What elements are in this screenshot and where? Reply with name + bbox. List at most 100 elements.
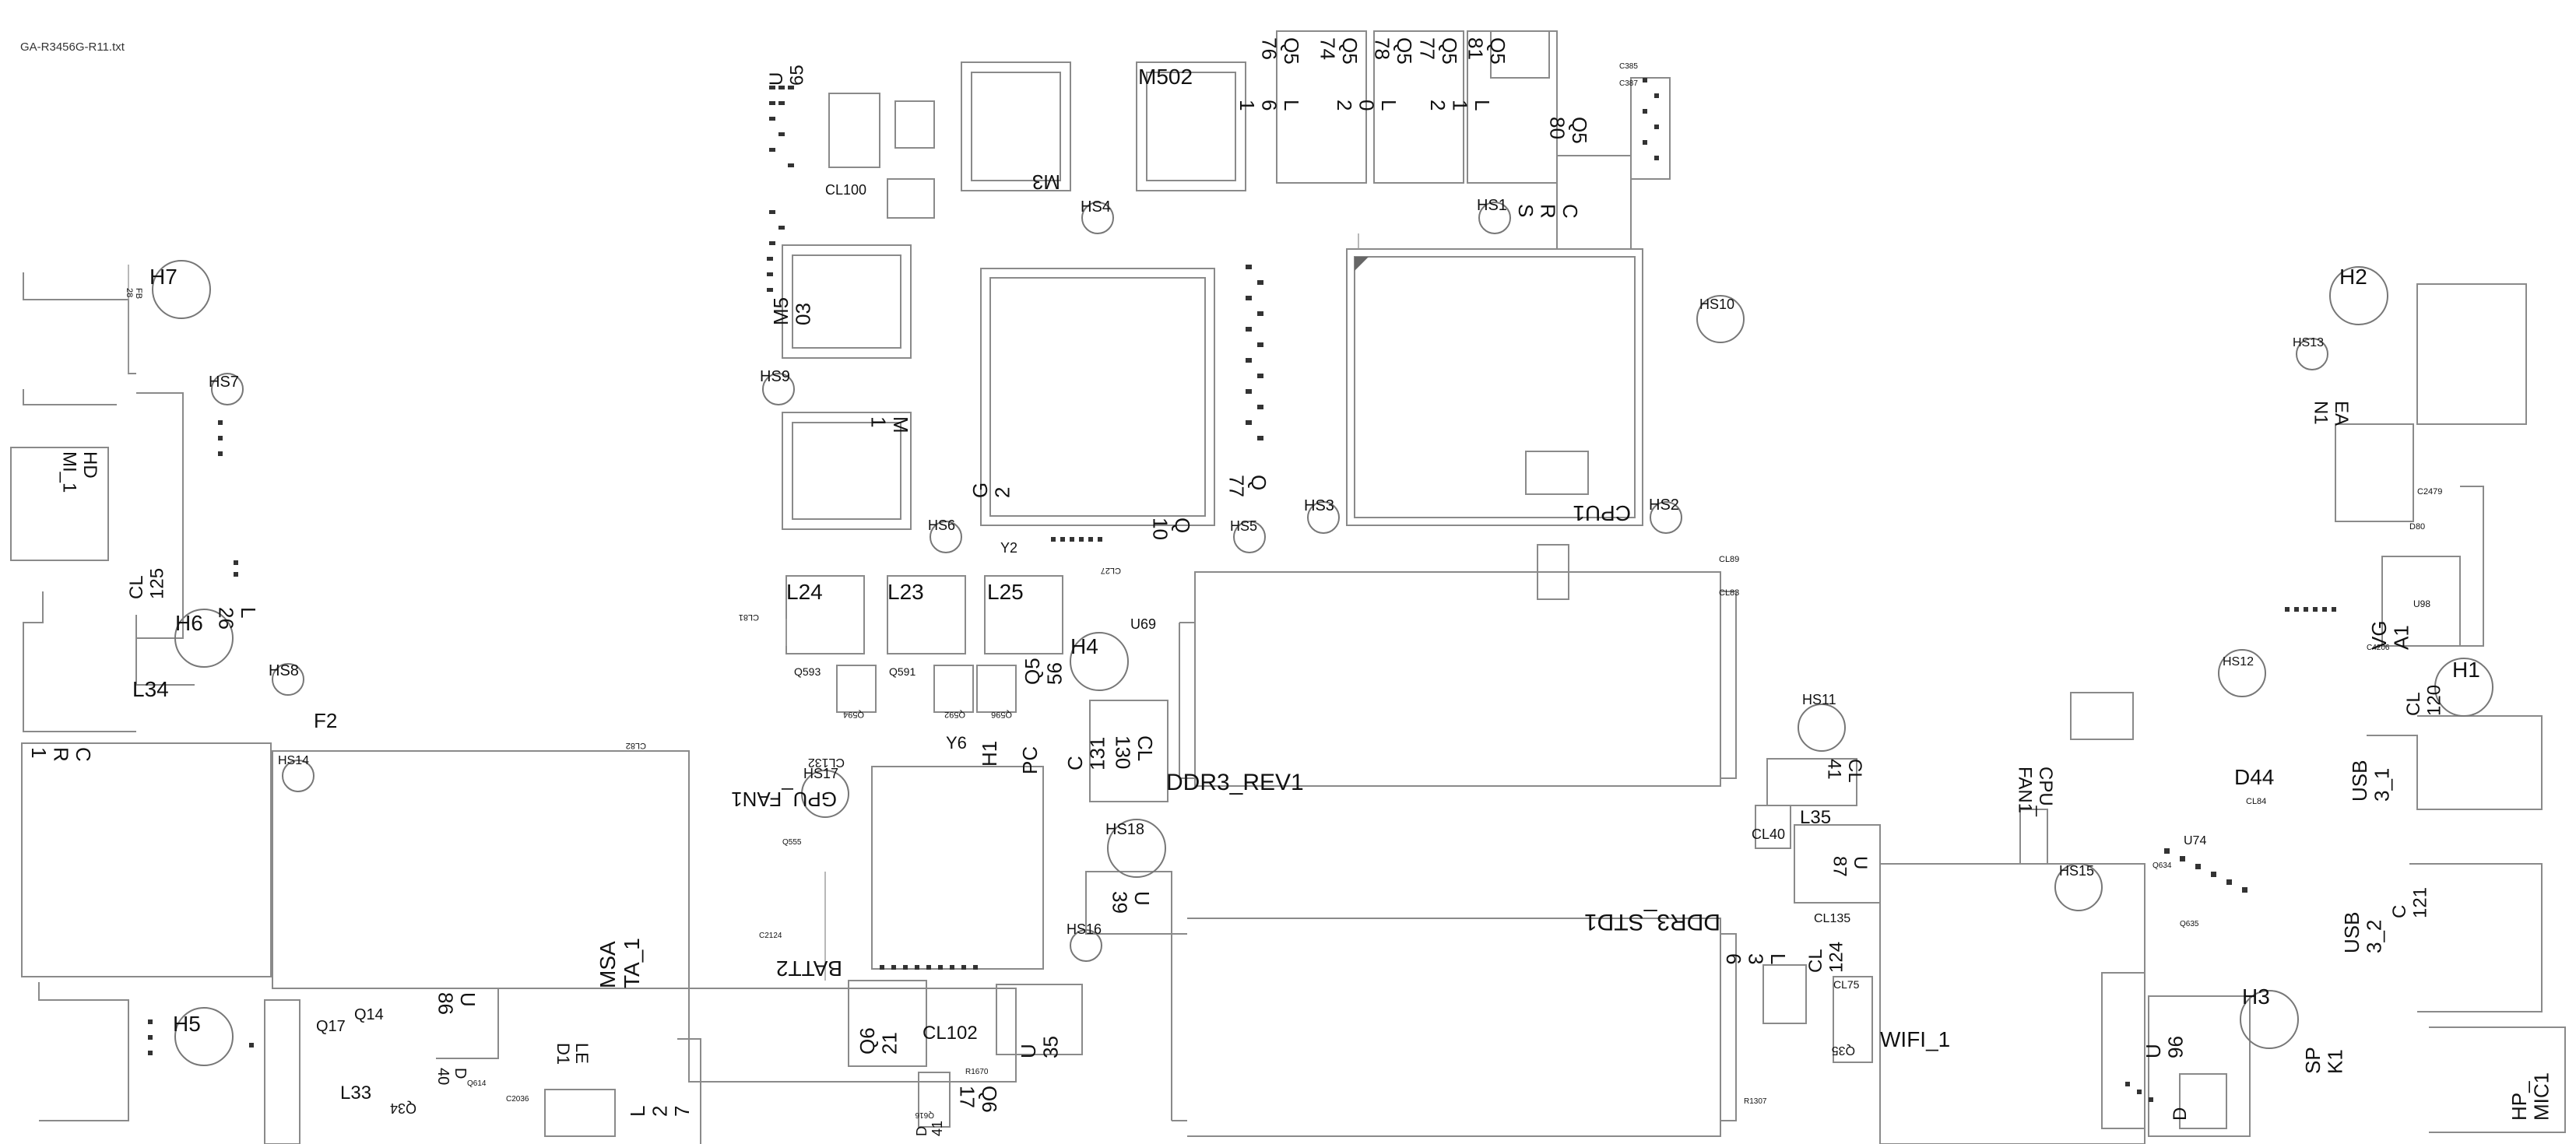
label-batt2: BATT2	[776, 956, 842, 981]
label-q17: Q17	[316, 1018, 346, 1035]
label-cl100: CL100	[825, 182, 866, 198]
label-f2: F2	[314, 709, 337, 732]
label-u39: U39	[1108, 891, 1154, 914]
mosfet-row	[1276, 30, 1671, 250]
label-l02: L02	[1333, 100, 1400, 111]
label-hs16: HS16	[1067, 921, 1102, 937]
file-title: GA-R3456G-R11.txt	[20, 40, 125, 54]
label-cl135: CL135	[1814, 912, 1850, 925]
label-vga1: VGA1	[2367, 620, 2413, 650]
label-q77: Q77	[1225, 475, 1270, 497]
micro-c2479: C2479	[2417, 487, 2442, 497]
label-u87: U87	[1829, 856, 1871, 877]
label-d44: D44	[2234, 765, 2274, 789]
micro-q614: Q614	[467, 1079, 487, 1088]
label-c131: C131	[1063, 737, 1109, 770]
micro-r1670: R1670	[965, 1068, 989, 1076]
hole-hs10	[1696, 295, 1745, 343]
label-q556: Q556	[1021, 658, 1067, 685]
micro-fb28: FB28	[125, 288, 143, 299]
label-hs11: HS11	[1802, 692, 1836, 707]
label-q10: Q10	[1148, 518, 1194, 540]
hole-hs14	[282, 760, 315, 792]
right-connectors	[2335, 283, 2566, 1133]
label-led1: LED1	[554, 1043, 592, 1065]
label-m502: M502	[1138, 65, 1193, 89]
label-hs2: HS2	[1649, 497, 1679, 514]
micro-c385: C385	[1619, 62, 1638, 71]
hole-hs18	[1107, 819, 1166, 878]
label-hd-mi: HDMI_1	[59, 451, 100, 493]
gpu-area	[782, 61, 1589, 970]
label-l27: L27	[626, 1106, 694, 1117]
label-l25: L25	[987, 580, 1024, 604]
label-m3: M3	[1032, 170, 1060, 194]
label-g2: G2	[968, 483, 1014, 498]
micro-q592: Q592	[944, 710, 965, 719]
label-q621: Q621	[856, 1027, 901, 1055]
connector-leads	[128, 233, 1359, 981]
label-q617: Q617	[955, 1086, 1001, 1113]
label-hs10: HS10	[1699, 297, 1734, 312]
label-hs15: HS15	[2059, 863, 2094, 879]
label-l35: L35	[1800, 807, 1831, 828]
label-cl130: CL130	[1111, 735, 1157, 769]
label-q14: Q14	[354, 1006, 384, 1023]
right-center-blocks	[1755, 692, 2251, 1144]
micro-q634: Q634	[2153, 862, 2172, 870]
label-h4: H4	[1070, 634, 1098, 658]
micro-c2036: C2036	[506, 1095, 529, 1104]
hole-hs5	[1233, 521, 1266, 553]
micro-c4206: C4206	[2367, 644, 2390, 652]
micro-cl27: CL27	[1101, 566, 1121, 575]
micro-cl82: CL82	[626, 741, 646, 750]
label-hs3: HS3	[1304, 497, 1334, 514]
micro-r1307: R1307	[1744, 1097, 1767, 1106]
label-u69: U69	[1130, 616, 1156, 632]
hole-hs13	[2296, 338, 2328, 370]
label-l26: L26	[214, 607, 260, 630]
label-hs7: HS7	[209, 374, 239, 391]
label-q580: Q580	[1545, 117, 1591, 144]
mounting-holes	[152, 202, 2493, 1066]
label-cl75: CL75	[1833, 978, 1860, 991]
micro-d80: D80	[2409, 522, 2425, 532]
label-crs: CRS	[1514, 204, 1582, 219]
label-ddr3-rev1: DDR3_REV1	[1166, 770, 1304, 795]
hole-hs3	[1307, 501, 1340, 534]
label-u65: U65	[766, 65, 807, 86]
label-m1: M1	[866, 416, 912, 433]
label-ddr3-std1: DDR3_STD1	[1584, 909, 1720, 935]
label-hs8: HS8	[269, 662, 299, 679]
hole-hs12	[2218, 649, 2266, 697]
label-cl120: CL120	[2403, 685, 2444, 716]
label-wifi1: WIFI_1	[1880, 1027, 1950, 1051]
label-l12: L12	[1426, 100, 1494, 111]
label-ea-n1: EAN1	[2311, 401, 2352, 426]
hole-h7	[152, 260, 211, 319]
label-h7: H7	[149, 265, 177, 289]
smd-pads	[148, 78, 2336, 1102]
label-hs18: HS18	[1105, 821, 1144, 838]
micro-q635: Q635	[2180, 920, 2199, 928]
label-pc: PC	[1018, 746, 1042, 774]
label-hs14: HS14	[278, 754, 309, 767]
hole-hs6	[930, 521, 962, 553]
label-u96: U96	[2142, 1036, 2188, 1058]
label-hs1: HS1	[1477, 197, 1507, 214]
label-spk1: SPK1	[2301, 1047, 2347, 1074]
micro-labels: FB28 C385 C387 CL89 CL83 CL82 CL81 CL27 …	[125, 62, 2443, 1119]
label-cl102: CL102	[923, 1023, 978, 1044]
label-h5: H5	[173, 1012, 201, 1036]
label-m503: M503	[769, 297, 815, 325]
left-center-blocks	[264, 750, 1083, 1144]
label-q34: Q34	[390, 1100, 416, 1116]
label-cl132: CL132	[808, 756, 845, 769]
designator-labels: H7 HS7 HDMI_1 H6 HS8 CL125 L34 L26 F2 HS…	[27, 37, 2553, 1136]
label-msata: MSATA_1	[596, 938, 644, 988]
hole-hs17	[801, 770, 849, 818]
label-l23: L23	[887, 580, 924, 604]
hole-hs4	[1081, 202, 1114, 234]
label-hs12: HS12	[2223, 655, 2254, 669]
label-hs13: HS13	[2293, 336, 2324, 349]
